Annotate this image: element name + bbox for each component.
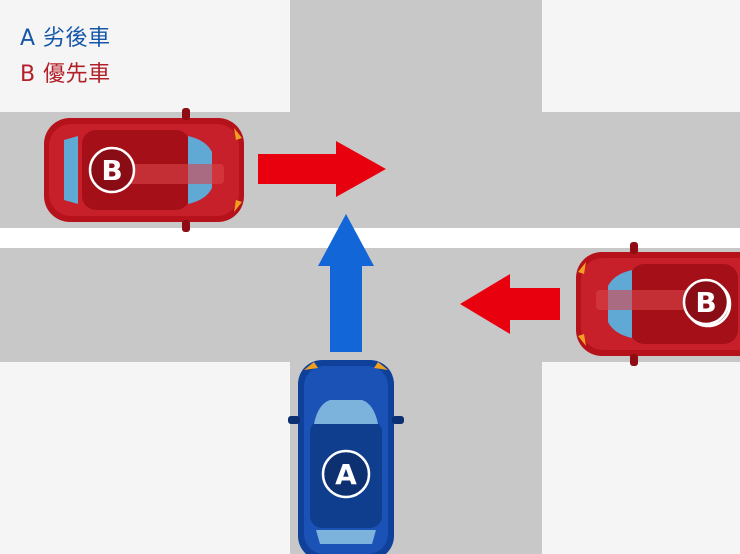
- car-a-label: A: [335, 458, 357, 491]
- car-b-left: B: [42, 106, 246, 234]
- car-a: A: [286, 358, 406, 554]
- car-b-left-label: B: [101, 154, 122, 187]
- center-divider: [0, 228, 740, 248]
- car-b-right-badge: B: [682, 278, 730, 326]
- legend-b: B 優先車: [20, 62, 111, 87]
- arrow-b-right: [460, 274, 560, 334]
- arrow-b-left: [258, 141, 386, 197]
- arrow-a: [318, 214, 374, 352]
- legend-a: A 劣後車: [20, 26, 111, 51]
- car-b-right-label: B: [695, 286, 716, 319]
